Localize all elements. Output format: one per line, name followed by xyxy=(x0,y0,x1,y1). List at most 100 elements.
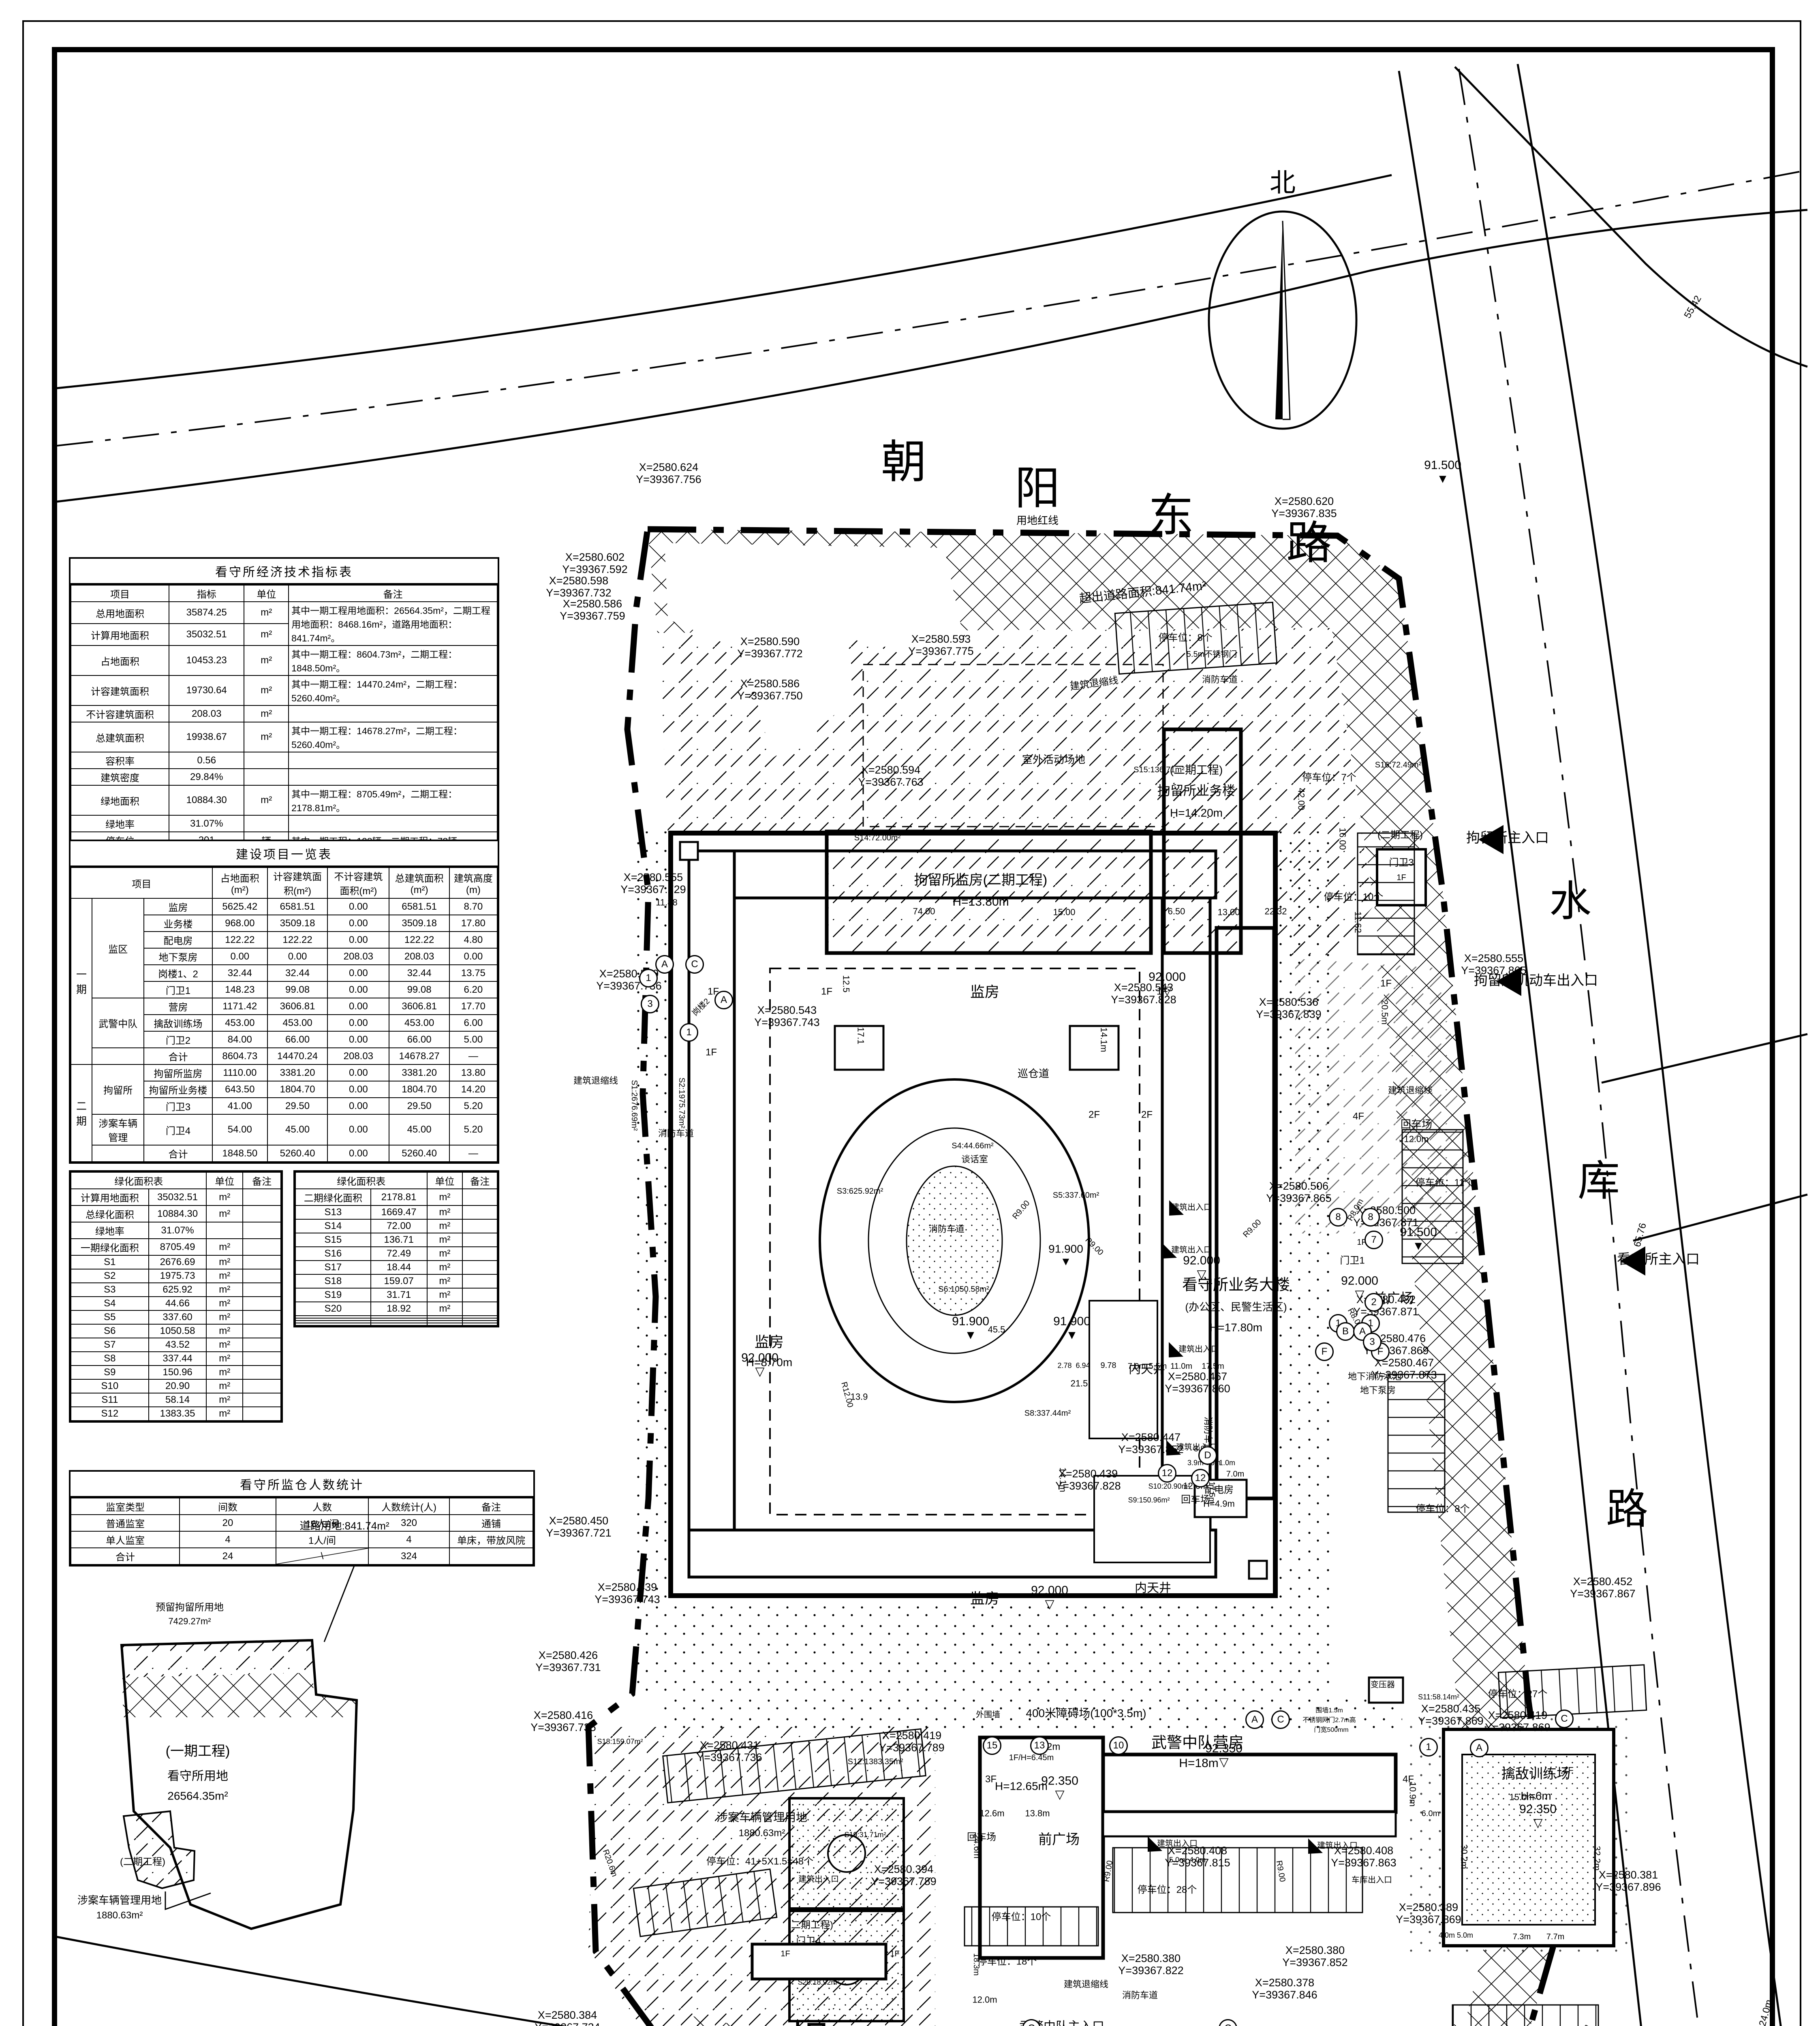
table-cell: 0.00 xyxy=(327,915,390,932)
grid-bubble: 1 xyxy=(680,1023,698,1042)
table-cell: 43.52 xyxy=(148,1338,207,1352)
table-cell xyxy=(370,1318,428,1321)
table-cell xyxy=(242,1269,281,1283)
plan-annotation: X=2580.543 Y=39367.743 xyxy=(754,1004,820,1028)
table-cell xyxy=(244,815,289,832)
table-row: 绿化面积表单位备注 xyxy=(295,1172,498,1189)
plan-annotation: X=2580.452 Y=39367.867 xyxy=(1570,1575,1636,1600)
table-cell xyxy=(206,1222,244,1239)
table-cell: \ xyxy=(276,1547,369,1565)
plan-annotation: 朝 xyxy=(881,436,926,487)
table-cell: m² xyxy=(206,1255,244,1269)
plan-annotation: 11.88 xyxy=(656,897,678,908)
table-cell: 配电房 xyxy=(143,931,213,949)
table-cell xyxy=(288,705,498,722)
table-cell xyxy=(462,1323,498,1326)
table-cell: m² xyxy=(426,1205,463,1220)
plan-annotation: 92.350 ▽ xyxy=(1041,1774,1078,1801)
table-cell: 拘留所 xyxy=(92,1064,145,1115)
plan-annotation: 消防车道 xyxy=(928,1224,965,1234)
table-cell: 0.00 xyxy=(327,1081,390,1098)
table-cell: 单位 xyxy=(426,1172,463,1189)
table-cell xyxy=(462,1246,498,1261)
table-cell: 4 xyxy=(368,1531,450,1548)
grid-bubble: 1 xyxy=(639,969,658,987)
plan-annotation: 车库出入口 xyxy=(1352,1875,1392,1885)
table-cell: 1383.35 xyxy=(148,1406,207,1421)
table-cell: 合计 xyxy=(71,1547,180,1565)
table-row: 项目指标单位备注 xyxy=(70,585,498,602)
plan-annotation: 建筑退缩线 xyxy=(573,1075,618,1086)
table-cell: 1848.50 xyxy=(212,1145,268,1162)
table-cell: 5.20 xyxy=(449,1097,498,1115)
plan-annotation: 7.3m xyxy=(1512,1932,1531,1941)
table-cell: 计算用地面积 xyxy=(71,1188,149,1206)
table-cell xyxy=(288,768,498,786)
plan-annotation: 20.5m xyxy=(1379,1000,1390,1025)
plan-annotation: 10.9m xyxy=(1407,1782,1418,1807)
plan-annotation: 北 xyxy=(1270,168,1296,198)
plan-annotation: 围墙1.5m xyxy=(1315,1707,1343,1714)
table-cell xyxy=(462,1219,498,1233)
plan-annotation: 12.0m xyxy=(1404,1134,1429,1144)
table-cell xyxy=(462,1274,498,1289)
grid-bubble: D xyxy=(1198,1446,1217,1465)
table-cell: m² xyxy=(426,1233,463,1247)
table-cell: 门卫4 xyxy=(143,1114,213,1146)
plan-annotation: S8:337.44m² xyxy=(1024,1408,1071,1418)
table-cell: 单床，带放风院 xyxy=(449,1531,533,1548)
plan-annotation: 24.6m xyxy=(972,1834,982,1859)
table-cell: 18.92 xyxy=(370,1302,428,1316)
table-cell xyxy=(242,1365,281,1380)
table-cell xyxy=(370,1320,428,1323)
plan-annotation: 13.00 xyxy=(1217,907,1240,917)
plan-annotation: 91.500 ▼ xyxy=(1400,1225,1437,1252)
table-cell: 0.00 xyxy=(267,948,328,965)
plan-annotation: 回车场 xyxy=(1181,1494,1210,1505)
plan-annotation: 15.00 xyxy=(1053,907,1076,917)
table-cell xyxy=(462,1288,498,1302)
table-cell: 0.00 xyxy=(327,1097,390,1115)
table-cell: 20 xyxy=(179,1514,276,1532)
table-row: 项目占地面积(m²)计容建筑面积(m²)不计容建筑面积(m²)总建筑面积(m²)… xyxy=(71,867,498,899)
plan-annotation: 停车位：11个 xyxy=(1415,1177,1474,1188)
table-cell: 项目 xyxy=(70,585,170,602)
plan-annotation: 1F xyxy=(1397,873,1406,882)
table-cell xyxy=(426,1320,463,1323)
table-cell: S20 xyxy=(295,1302,371,1316)
table-cell xyxy=(462,1233,498,1247)
plan-annotation: X=2580.384 Y=39367.734 xyxy=(535,2009,600,2026)
plan-annotation: 建筑出入口 xyxy=(1178,1344,1219,1354)
plan-annotation: 21.5 xyxy=(1070,1378,1088,1389)
table-cell: m² xyxy=(244,722,289,752)
plan-annotation: X=2580.586 Y=39367.750 xyxy=(737,677,803,702)
table-cell xyxy=(242,1222,281,1239)
table-cell: 绿化面积表 xyxy=(295,1172,428,1189)
table-cell: 单位 xyxy=(244,585,289,602)
table-cell: 29.84% xyxy=(169,768,245,786)
table-cell: m² xyxy=(206,1351,244,1366)
table-cell xyxy=(462,1260,498,1275)
table-cell: S4 xyxy=(71,1296,149,1311)
table-cell: 武警中队 xyxy=(92,998,145,1048)
table-cell xyxy=(244,768,289,786)
plan-annotation: 武警中队营房 xyxy=(1151,1734,1244,1752)
table-cell xyxy=(462,1302,498,1316)
grid-bubble: C xyxy=(1555,1710,1574,1728)
table-cell: 122.22 xyxy=(212,931,268,949)
table-cell: S3 xyxy=(71,1282,149,1297)
plan-annotation: 11.0m xyxy=(1170,1361,1193,1371)
table-cell: 136.71 xyxy=(370,1233,428,1247)
plan-annotation: 预留拘留所用地 xyxy=(156,1602,224,1613)
plan-annotation: 17.5m xyxy=(1207,1481,1217,1504)
plan-annotation: 拘留所业务楼 xyxy=(1157,783,1236,798)
